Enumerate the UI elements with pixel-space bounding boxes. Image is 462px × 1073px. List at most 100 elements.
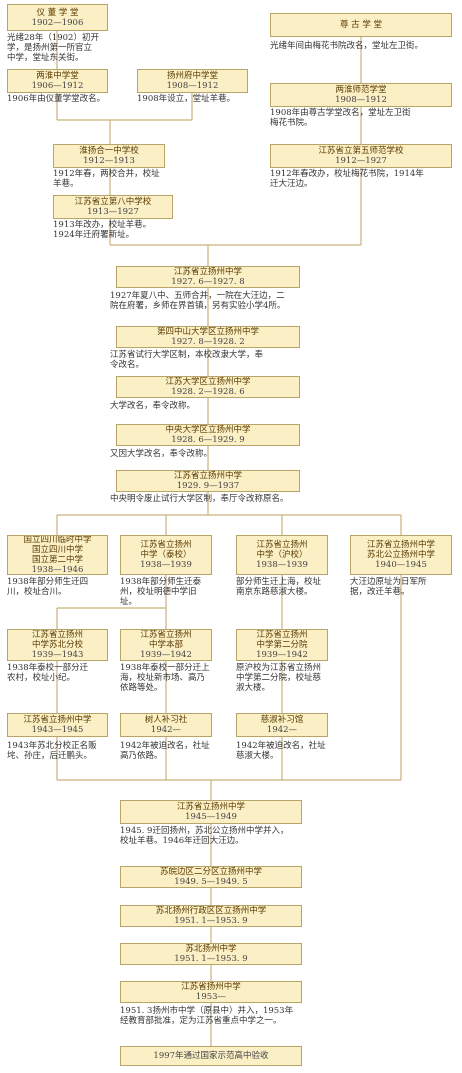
node-line: 江苏省立扬州中学: [23, 715, 92, 725]
node-line: 国立四川中学: [31, 545, 83, 555]
node-line: 江苏省立扬州中学: [173, 471, 242, 481]
node-line: 苏皖边区二分区立扬州中学: [159, 867, 262, 877]
node-line: 1945—1949: [185, 812, 237, 822]
node-line: 江苏省立扬州中学: [176, 802, 245, 812]
node-line: 1939—1942: [140, 650, 192, 660]
node-note: 1938年部分师生迁四 川，校址合川。: [7, 577, 89, 597]
node-line: 1940—1945: [375, 560, 427, 570]
node-line: 江苏省立第八中学校: [74, 197, 152, 207]
node-note: 1906年由仪董学堂改名。: [7, 94, 106, 104]
node-line: 中学（沪校）: [256, 550, 308, 560]
node-line: 国立四川临时中学: [23, 535, 92, 545]
node-line: 1949. 5—1949. 5: [174, 877, 248, 887]
node-note: 原沪校为江苏省立扬州 中学第二分院，校址慈 淑大楼。: [236, 663, 322, 693]
node-note: 江苏省试行大学区制，本校改隶大学，奉 令改名。: [110, 350, 264, 370]
node-model: 1997年通过国家示范高中验收: [120, 1046, 302, 1066]
node-line: 苏北扬州行政区区立扬州中学: [155, 906, 267, 916]
node-line: 1928. 2—1928. 6: [171, 387, 245, 397]
node-line: 苏北扬州中学: [185, 944, 237, 954]
node-line: 慈淑补习馆: [260, 715, 304, 725]
node-note: 1942年被迫改名，社址 高乃依路。: [120, 741, 210, 761]
node-note: 1943年苏北分校正名贩 垞、孙庄，后迁鹏头。: [7, 741, 97, 761]
node-line: 1906—1912: [31, 81, 84, 91]
node-line: 1997年通过国家示范高中验收: [153, 1051, 269, 1061]
node-note: 中央明令废止试行大学区制，奉厅令改称原名。: [110, 494, 289, 504]
node-taixiao: 江苏省立扬州中学（泰校）1938—1939: [120, 535, 212, 575]
node-zungu: 尊 古 学 堂: [270, 13, 452, 37]
node-line: 苏北公立扬州中学: [366, 550, 435, 560]
node-line: 1927. 8—1928. 2: [171, 337, 245, 347]
node-line: 江苏省扬州中学: [181, 982, 241, 992]
node-line: 1953—: [195, 992, 227, 1002]
node-note: 1912年春改办，校址梅花书院，1914年 迁大汪边。: [270, 169, 424, 189]
node-line: 江苏大学区立扬州中学: [165, 377, 251, 387]
node-note: 1927年夏八中、五师合并，一院在大汪边，二 院在府署，乡师在界首镇，另有实验小…: [110, 291, 286, 311]
node-line: 1929. 9—1937: [176, 481, 240, 491]
node-line: 江苏省立扬州: [256, 540, 308, 550]
node-line: 两淮师范学堂: [335, 85, 387, 95]
node-note: 1945. 9迁回扬州，苏北公立扬州中学并入， 校址羊巷。1946年迁回大汪边。: [120, 826, 289, 846]
node-line: 江苏省立扬州: [140, 630, 192, 640]
node-line: 1939—1942: [256, 650, 308, 660]
node-note: 光绪年间由梅花书院改名，堂址左卫街。: [270, 41, 424, 51]
node-line: 国立第二中学: [31, 555, 83, 565]
node-line: 1908—1912: [335, 95, 387, 105]
node-line: 1942—: [266, 725, 298, 735]
node-line: 1951. 1—1953. 9: [174, 954, 248, 964]
node-note: 大学改名，奉令改称。: [110, 401, 196, 411]
node-line: 1912—1927: [335, 156, 387, 166]
node-note: 光绪28年（1902）初开 学，是扬州第一所官立 中学，堂址东关街。: [7, 33, 99, 63]
node-line: 淮扬合一中学校: [79, 146, 139, 156]
node-line: 江苏省立扬州: [256, 630, 308, 640]
node-line: 1939—1943: [31, 650, 84, 660]
node-note: 1908年设立，堂址羊巷。: [137, 94, 236, 104]
node-line: 两淮中学堂: [36, 71, 79, 81]
node-line: 第四中山大学区立扬州中学: [156, 327, 259, 337]
node-note: 1938年泰校一部分迁 农村，校址小纪。: [7, 663, 89, 683]
node-line: 1902—1906: [31, 17, 84, 28]
node-line: 1951. 1—1953. 9: [174, 916, 248, 926]
node-note: 1951. 3扬州市中学（原县中）并入，1953年 经教育部批准，定为江苏省重点…: [120, 1006, 294, 1026]
node-huxiao: 江苏省立扬州中学（沪校）1938—1939: [236, 535, 328, 575]
node-note: 1938年泰校一部分迁上 海，校址新市场、高乃 依路等处。: [120, 663, 210, 693]
node-line: 中学（泰校）: [140, 550, 192, 560]
node-line: 1913—1927: [87, 207, 139, 217]
node-line: 中学第二分院: [256, 640, 308, 650]
node-line: 仪 董 学 堂: [36, 7, 79, 18]
node-line: 1928. 6—1929. 9: [171, 435, 245, 445]
node-note: 大汪边原址为日军所 据，改迁羊巷。: [350, 577, 427, 597]
node-note: 1913年改办，校址羊巷。 1924年迁府署新址。: [53, 220, 152, 240]
node-line: 尊 古 学 堂: [339, 20, 383, 30]
node-note: 又因大学改名，奉令改称。: [110, 449, 213, 459]
node-line: 1938—1939: [256, 560, 308, 570]
node-line: 中学本部: [148, 640, 183, 650]
node-line: 1908—1912: [166, 81, 219, 91]
node-line: 1912—1913: [83, 156, 135, 166]
node-line: 1942—: [150, 725, 182, 735]
node-line: 江苏省立扬州: [140, 540, 192, 550]
node-line: 1943—1945: [31, 725, 84, 735]
node-line: 1938—1939: [140, 560, 192, 570]
node-line: 江苏省立扬州中学: [173, 267, 242, 277]
